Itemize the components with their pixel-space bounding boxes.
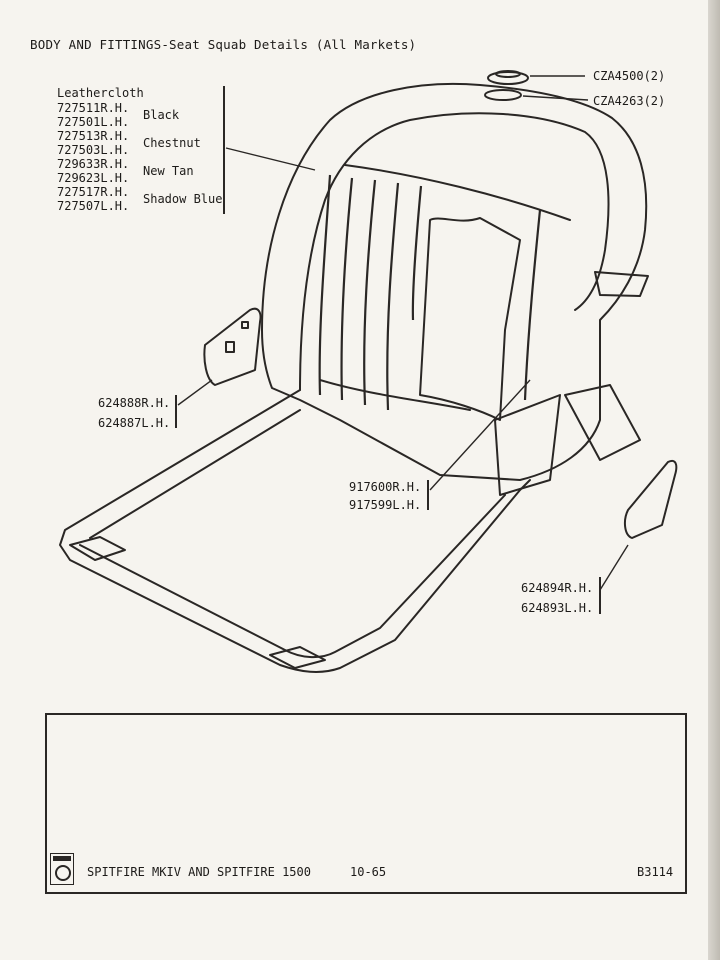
callout-cza4263: CZA4263(2) (593, 94, 666, 108)
part-number: 727517R.H. (57, 185, 130, 199)
page-title: BODY AND FITTINGS-Seat Squab Details (Al… (30, 37, 417, 52)
footer-box (45, 713, 687, 894)
squab-shell (261, 82, 648, 481)
callout-624887: 624887L.H. (98, 416, 171, 430)
part-number: 729623L.H. (57, 171, 130, 185)
colour-label: New Tan (143, 164, 194, 178)
part-number: 727513R.H. (57, 129, 130, 143)
part-number: 727501L.H. (57, 115, 130, 129)
part-number: 727507L.H. (57, 199, 130, 213)
callout-917600: 917600R.H. (349, 480, 422, 494)
illustration-ref: B3114 (637, 865, 674, 879)
colour-label: Black (143, 108, 180, 122)
colour-label: Chestnut (143, 136, 201, 150)
page-number: 10-65 (350, 865, 387, 879)
right-trim-plate (623, 459, 678, 539)
frame-rail (59, 389, 531, 673)
page-edge (708, 0, 720, 960)
callout-624888: 624888R.H. (98, 396, 171, 410)
callout-624894: 624894R.H. (521, 581, 594, 595)
part-number: 727503L.H. (57, 143, 130, 157)
callout-917599: 917599L.H. (349, 498, 422, 512)
colour-label: Shadow Blue (143, 192, 223, 206)
squab-inner (299, 112, 610, 391)
callout-624893: 624893L.H. (521, 601, 594, 615)
model-name: SPITFIRE MKIV AND SPITFIRE 1500 (87, 865, 311, 879)
left-trim-plate (203, 307, 262, 386)
part-number: 727511R.H. (57, 101, 130, 115)
callout-cza4500: CZA4500(2) (593, 69, 666, 83)
trim-heading: Leathercloth (57, 86, 144, 100)
british-leyland-logo-icon (50, 853, 74, 885)
part-number: 729633R.H. (57, 157, 130, 171)
